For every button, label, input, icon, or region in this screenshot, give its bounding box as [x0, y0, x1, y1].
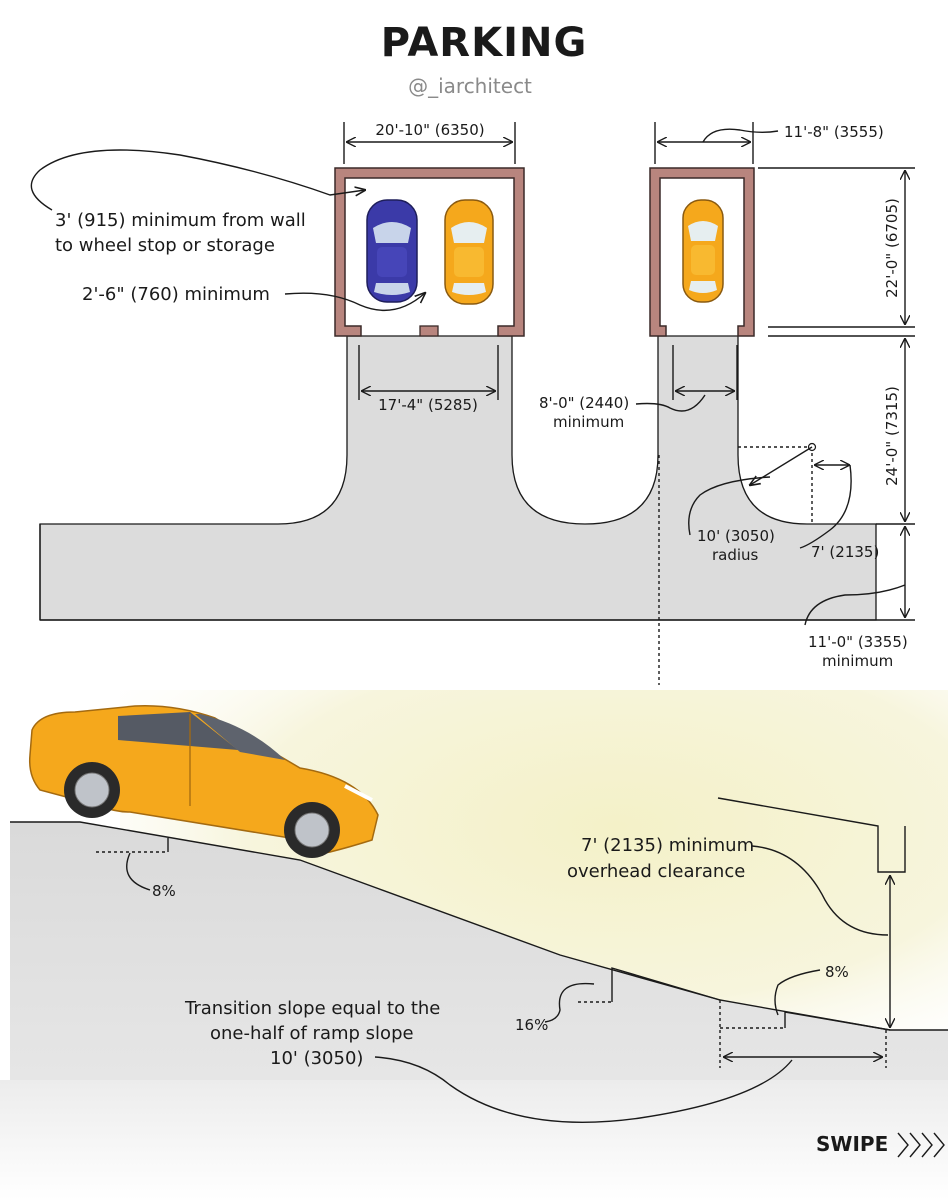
pavement: [39, 335, 877, 621]
section-top-slope: 8%: [152, 882, 176, 900]
note-side-clearance: 2'-6" (760) minimum: [82, 284, 270, 305]
note-clearance-2: overhead clearance: [567, 861, 745, 882]
swipe-label: SWIPE: [816, 1132, 888, 1156]
yellow-car-side: [28, 705, 379, 858]
overhead-structure: [717, 797, 906, 873]
author-handle: @_iarchitect: [408, 74, 532, 98]
dim-radius-2: radius: [712, 546, 759, 564]
swipe-hint[interactable]: SWIPE: [816, 1132, 945, 1158]
single-garage-wall: [649, 167, 755, 337]
section-view: 8% 7' (2135) minimum overhead clearance …: [0, 690, 948, 1200]
note-transition-3: 10' (3050): [270, 1048, 363, 1069]
note-transition-1: Transition slope equal to the: [184, 998, 440, 1019]
note-wall-clearance-2: to wheel stop or storage: [55, 235, 275, 256]
double-garage: [334, 167, 525, 337]
dim-street-width-1: 11'-0" (3355): [808, 633, 908, 651]
section-mid-slope: 16%: [515, 1016, 548, 1034]
double-garage-wall: [334, 167, 525, 337]
section-bottom-slope: 8%: [825, 963, 849, 981]
chevron-right-icon: [897, 1132, 945, 1158]
dim-double-width: 20'-10" (6350): [375, 121, 484, 139]
ground: [10, 822, 948, 1080]
storage-block: [419, 325, 439, 337]
dim-single-width: 11'-8" (3555): [784, 123, 884, 141]
yellow-car-top: [444, 199, 494, 305]
dim-driveway-length: 24'-0" (7315): [883, 386, 901, 486]
dim-single-opening-1: 8'-0" (2440): [539, 394, 629, 412]
note-clearance-1: 7' (2135) minimum: [581, 835, 754, 856]
dim-depth: 22'-0" (6705): [883, 198, 901, 298]
note-wall-clearance-1: 3' (915) minimum from wall: [55, 210, 306, 231]
dim-single-opening-2: minimum: [553, 413, 624, 431]
note-transition-2: one-half of ramp slope: [210, 1023, 414, 1044]
dim-street-width-2: minimum: [822, 652, 893, 670]
ground-bottom: [0, 1080, 948, 1200]
plan-view: 20'-10" (6350) 11'-8" (3555) 22'-0" (670…: [30, 121, 915, 685]
single-garage: [649, 167, 755, 337]
dim-radius-1: 10' (3050): [697, 527, 775, 545]
yellow-car-top-single: [682, 199, 724, 303]
dim-radius-offset: 7' (2135): [811, 543, 879, 561]
page-title: PARKING: [381, 20, 588, 66]
blue-car-top: [366, 199, 418, 303]
dim-double-opening: 17'-4" (5285): [378, 396, 478, 414]
